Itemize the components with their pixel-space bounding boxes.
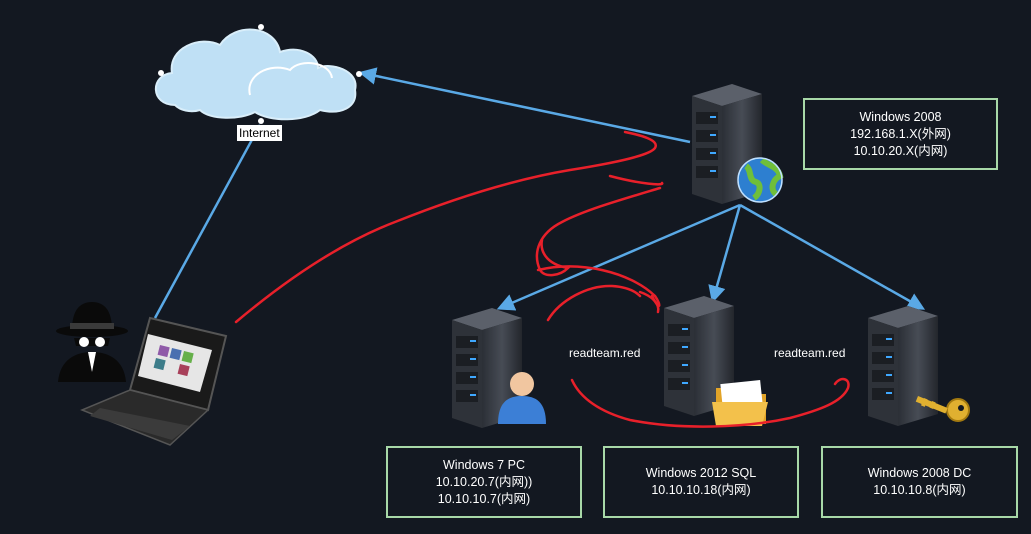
dc-server-icon bbox=[868, 306, 938, 426]
dc-ip: 10.10.10.8(内网) bbox=[873, 483, 966, 497]
dc-info-box: Windows 2008 DC 10.10.10.8(内网) bbox=[821, 446, 1018, 518]
pc-ip-2: 10.10.10.7(内网) bbox=[437, 491, 531, 506]
web-server-ip-external: 192.168.1.X(外网) bbox=[850, 126, 951, 141]
laptop-internet-link bbox=[153, 124, 262, 319]
cloud-icon bbox=[154, 24, 362, 124]
web-server-ip-internal: 10.10.20.X(内网) bbox=[853, 143, 948, 158]
sql-dc-link-label: readteam.red bbox=[774, 346, 846, 360]
sql-name: Windows 2012 SQL bbox=[645, 466, 757, 480]
pc-ip-1: 10.10.20.7(内网)) bbox=[435, 474, 533, 489]
link-to-dc bbox=[739, 203, 926, 310]
folder-icon bbox=[712, 380, 768, 426]
sql-info-box: Windows 2012 SQL 10.10.10.18(内网) bbox=[603, 446, 799, 518]
web-server-info-box: Windows 2008 192.168.1.X(外网) 10.10.20.X(… bbox=[803, 98, 998, 170]
web-server-name: Windows 2008 bbox=[859, 109, 942, 124]
server-internet-link bbox=[358, 67, 691, 144]
link-to-pc bbox=[496, 203, 741, 311]
user-icon bbox=[498, 372, 546, 424]
laptop-icon bbox=[80, 316, 228, 446]
link-to-sql bbox=[708, 204, 742, 304]
key-icon bbox=[915, 395, 970, 422]
globe-icon bbox=[737, 157, 784, 203]
internet-label: Internet bbox=[237, 125, 282, 141]
pc-name: Windows 7 PC bbox=[443, 457, 525, 472]
sql-ip: 10.10.10.18(内网) bbox=[651, 483, 751, 497]
pc-sql-link-label: readteam.red bbox=[569, 346, 641, 360]
dc-name: Windows 2008 DC bbox=[867, 466, 972, 480]
attack-path bbox=[234, 130, 850, 428]
pc-info-box: Windows 7 PC 10.10.20.7(内网)) 10.10.10.7(… bbox=[386, 446, 582, 518]
hacker-icon bbox=[56, 302, 128, 382]
